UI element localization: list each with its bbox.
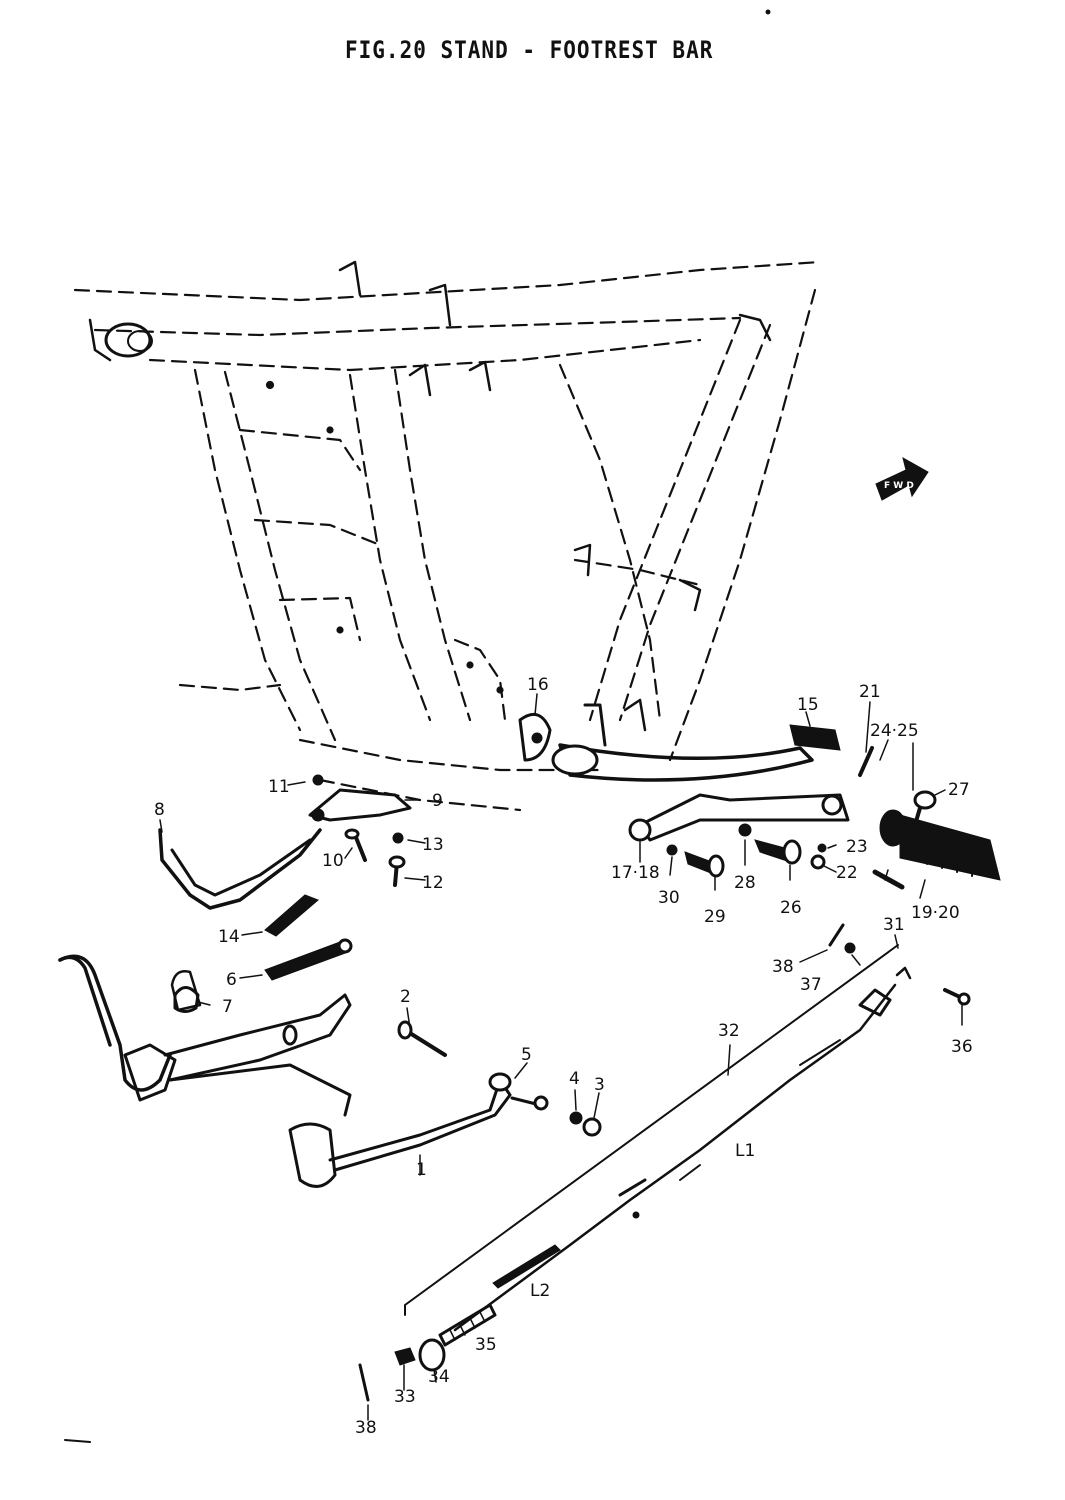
forward-direction-badge: F W D (875, 456, 929, 501)
frame-outline (73, 260, 822, 812)
callout-29: 29 (704, 907, 726, 927)
callout-5: 5 (521, 1045, 532, 1065)
callout-11: 11 (268, 777, 290, 797)
figure-title: FIG.20 STAND - FOOTREST BAR (345, 36, 714, 64)
bolt-26 (754, 839, 802, 865)
pin-31 (872, 869, 905, 890)
callout-13: 13 (422, 835, 444, 855)
callout-labels: 1 2 3 4 5 6 7 8 9 10 11 12 13 14 15 16 1… (154, 675, 973, 1438)
side-stand (158, 788, 412, 910)
callout-26: 26 (780, 898, 802, 918)
callout-37: 37 (800, 975, 822, 995)
callout-3: 3 (594, 1075, 605, 1095)
washer-28 (738, 823, 752, 837)
scan-mark (64, 1439, 91, 1443)
forward-badge-text: F W D (884, 481, 914, 491)
scan-dot (765, 9, 771, 15)
callout-7: 7 (222, 997, 233, 1017)
callout-19-20: 19·20 (911, 903, 960, 923)
callout-L1: L1 (735, 1141, 755, 1161)
footrest-bracket (628, 793, 850, 842)
callout-16: 16 (527, 675, 549, 695)
center-stand (58, 954, 512, 1188)
callout-32: 32 (718, 1021, 740, 1041)
footrest-bar (518, 703, 814, 782)
leader-lines (159, 693, 963, 1421)
callout-8: 8 (154, 800, 165, 820)
callout-34: 34 (428, 1367, 450, 1387)
callout-36: 36 (951, 1037, 973, 1057)
side-stand-parts (170, 774, 406, 1012)
callout-17-18: 17·18 (611, 863, 660, 883)
callout-38-lower: 38 (355, 1418, 377, 1438)
callout-4: 4 (569, 1069, 580, 1089)
callout-1: 1 (416, 1160, 427, 1180)
callout-6: 6 (226, 970, 237, 990)
callout-12: 12 (422, 873, 444, 893)
arrow-right-icon (875, 456, 929, 501)
callout-22: 22 (836, 863, 858, 883)
footrest-pad (789, 724, 841, 751)
callout-21: 21 (859, 682, 881, 702)
nut-30 (666, 844, 678, 856)
callout-9: 9 (432, 791, 443, 811)
callout-35: 35 (475, 1335, 497, 1355)
callout-38-upper: 38 (772, 957, 794, 977)
callout-28: 28 (734, 873, 756, 893)
callout-33: 33 (394, 1387, 416, 1407)
callout-24-25: 24·25 (870, 721, 919, 741)
callout-L2: L2 (530, 1281, 550, 1301)
footrest-rubber (879, 809, 1001, 881)
nut-22 (810, 854, 826, 870)
callout-23: 23 (846, 837, 868, 857)
bolt-29 (684, 851, 725, 878)
bolt-21 (858, 746, 874, 777)
cable-parts (358, 923, 971, 1402)
callout-30: 30 (658, 888, 680, 908)
callout-14: 14 (218, 927, 240, 947)
callout-27: 27 (948, 780, 970, 800)
callout-10: 10 (322, 851, 344, 871)
washer-23 (817, 843, 827, 853)
callout-31: 31 (883, 915, 905, 935)
brake-cable (404, 944, 912, 1332)
center-stand-parts (173, 986, 602, 1137)
callout-15: 15 (797, 695, 819, 715)
callout-2: 2 (400, 987, 411, 1007)
